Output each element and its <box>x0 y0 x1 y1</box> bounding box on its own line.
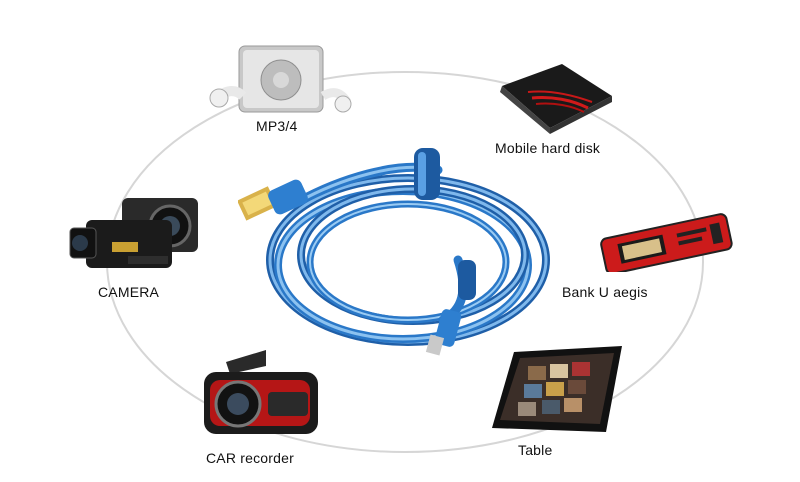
tablet-icon <box>492 346 622 432</box>
hard-disk-icon <box>500 64 612 134</box>
table-label: Table <box>518 442 553 458</box>
bank-u-aegis-label: Bank U aegis <box>562 284 648 300</box>
dashcam-icon <box>204 350 318 434</box>
camera-label: CAMERA <box>98 284 160 300</box>
usb-cable-image <box>238 148 550 356</box>
mp3-player-icon <box>209 45 352 113</box>
mp3-label: MP3/4 <box>256 118 298 134</box>
mobile-hard-disk-label: Mobile hard disk <box>495 140 601 156</box>
camera-icon <box>69 198 198 268</box>
car-recorder-label: CAR recorder <box>206 450 294 466</box>
usb-key-icon <box>600 213 733 272</box>
